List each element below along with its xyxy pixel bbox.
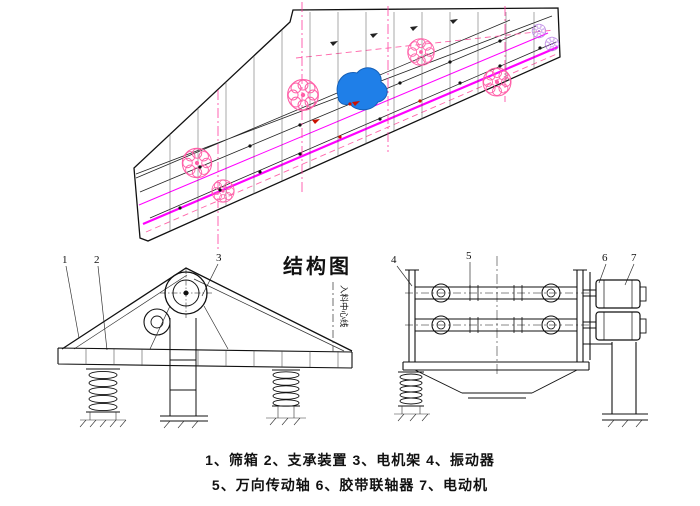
ground-marks [394, 406, 643, 428]
part-label-1: 1 [62, 254, 68, 266]
deck-dashed-pink [145, 29, 560, 233]
flow-arrows [312, 19, 458, 124]
bottom-frame [57, 347, 353, 369]
vibrator-circles [143, 268, 212, 336]
side-view: 1 2 3 入料中心线 [57, 252, 353, 429]
deck-highlight-thin [138, 32, 549, 206]
perspective-view [133, 2, 561, 250]
flower-marker [181, 147, 213, 179]
part-label-4: 4 [391, 254, 397, 266]
shaft-lower [405, 315, 590, 335]
material-blob [336, 67, 388, 111]
shaft-upper [405, 283, 590, 303]
bottom-frame [402, 361, 590, 371]
end-view: 4 5 6 7 [391, 250, 648, 428]
flower-marker [407, 38, 435, 66]
spring-left [86, 368, 120, 413]
feed-center-label: 入料中心线 [339, 285, 349, 328]
caption-line-1: 1、筛箱 2、支承装置 3、电机架 4、振动器 [205, 452, 495, 468]
leader-lines [396, 262, 635, 288]
spring-right [272, 369, 300, 407]
spray-flower-markers [181, 23, 560, 203]
particle-dots [178, 39, 542, 210]
center-lines [217, 2, 506, 250]
part-label-7: 7 [631, 252, 637, 264]
part-label-6: 6 [602, 252, 608, 264]
hopper [414, 369, 578, 399]
diagram-title: 结构图 [283, 256, 352, 278]
ground-marks [79, 406, 306, 429]
part-label-3: 3 [216, 252, 222, 264]
support-column [160, 318, 208, 422]
flower-marker [287, 79, 319, 111]
screen-outline [133, 7, 561, 242]
motor-boxes [583, 279, 647, 341]
body-inner-lines [73, 274, 345, 352]
support-column [583, 342, 648, 421]
caption-line-2: 5、万向传动轴 6、胶带联轴器 7、电动机 [211, 477, 489, 493]
spring-left [398, 371, 424, 407]
part-label-2: 2 [94, 254, 100, 266]
part-label-5: 5 [466, 250, 472, 262]
leader-lines [65, 263, 219, 351]
frame-plates [405, 269, 591, 362]
deck-lines [135, 15, 557, 219]
